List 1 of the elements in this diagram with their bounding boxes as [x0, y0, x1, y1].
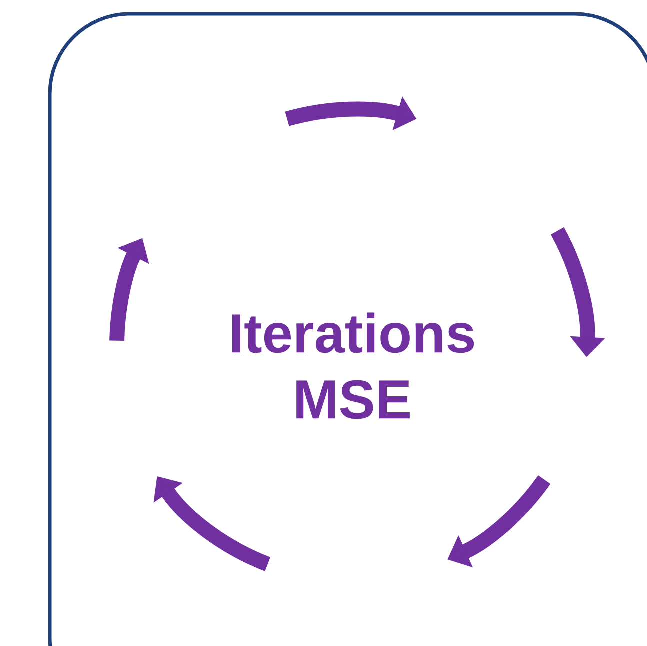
- rounded-box: Iterations MSE: [48, 12, 647, 646]
